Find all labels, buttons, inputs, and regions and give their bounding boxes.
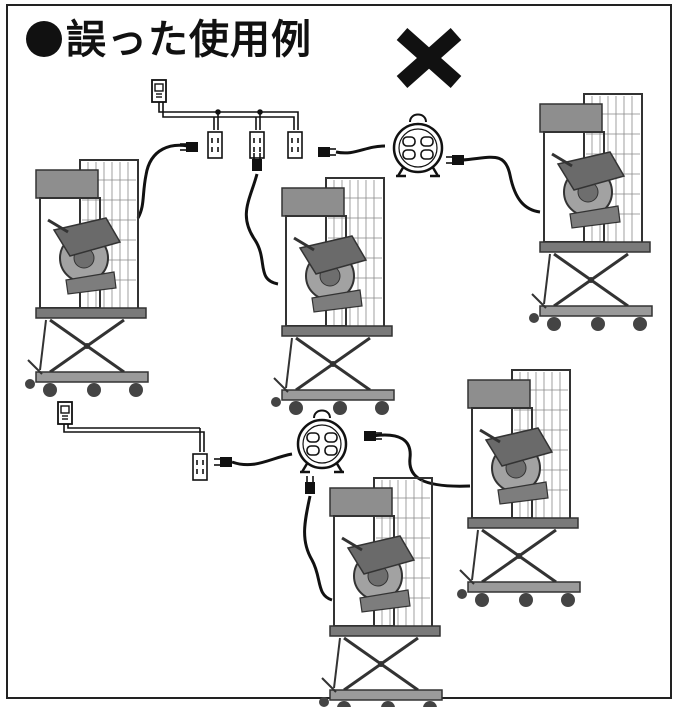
wall-outlet-icon: [207, 131, 223, 159]
bullet-icon: [26, 21, 62, 57]
power-cords: [136, 143, 541, 286]
page-title: 誤った使用例: [26, 16, 312, 64]
machine-icon: [23, 158, 150, 399]
plug-icon: [179, 141, 199, 153]
extension-wiring: [63, 424, 205, 452]
plug-icon: [317, 146, 337, 158]
machine-icon: [455, 368, 582, 609]
cord-reel-icon: [392, 113, 444, 178]
wall-outlet-icon: [249, 131, 265, 159]
wall-outlet-icon: [287, 131, 303, 159]
wall-outlet-switch-icon: [57, 401, 73, 425]
cross-x-icon: [396, 28, 462, 88]
plug-icon: [445, 154, 465, 166]
machine-icon: [317, 476, 444, 707]
plug-icon: [213, 456, 233, 468]
wall-outlet-switch-icon: [151, 79, 167, 103]
machine-icon: [527, 92, 654, 333]
plug-icon: [304, 475, 316, 495]
wall-outlet-icon: [192, 453, 208, 481]
power-cords: [231, 433, 471, 602]
parallel-wiring: [158, 102, 299, 130]
title-text: 誤った使用例: [66, 17, 312, 63]
machine-icon: [269, 176, 396, 417]
cord-reel-icon: [296, 409, 348, 474]
